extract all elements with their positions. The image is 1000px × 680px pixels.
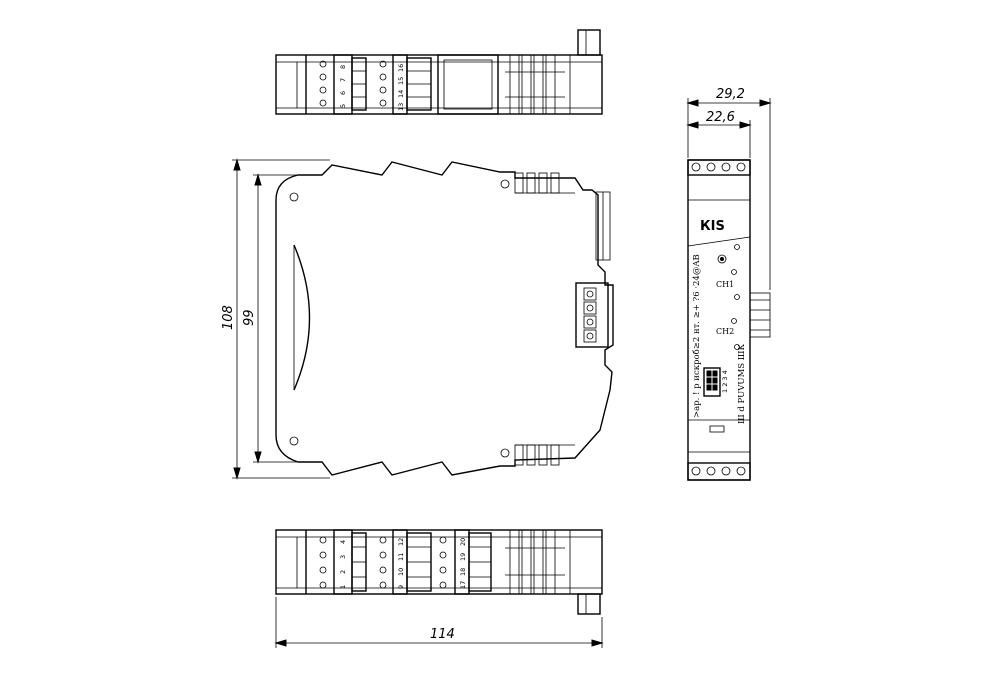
top-terminal-7: 7 (339, 78, 347, 82)
top-terminal-5: 5 (339, 104, 347, 108)
front-text-line-1: >ар. ! р искроб≥2 нт. ≥+ ?6 ·24@AB (691, 254, 702, 418)
bottom-terminal-4: 4 (339, 540, 347, 544)
top-terminal-15: 15 (397, 77, 405, 85)
top-terminal-13: 13 (397, 103, 405, 111)
top-terminal-14: 14 (397, 90, 405, 98)
bottom-terminal-19: 19 (459, 553, 467, 561)
bottom-terminal-labels: 1 2 3 4 9 10 11 12 17 18 19 20 (339, 538, 467, 589)
bottom-terminal-12: 12 (397, 538, 405, 546)
length-dimension: 114 (274, 597, 604, 648)
dimension-99: 99 (242, 309, 257, 326)
front-panel-labels: КІS CH1 CH2 >ар. ! р искроб≥2 нт. ≥+ ?6 … (691, 219, 747, 424)
bottom-terminal-11: 11 (397, 553, 405, 561)
dimension-114: 114 (430, 627, 455, 642)
height-dimensions: 108 99 (221, 158, 330, 480)
bottom-terminal-17: 17 (459, 581, 467, 589)
dip-switch-numbers: 1 2 3 4 (721, 370, 729, 393)
bottom-terminal-3: 3 (339, 555, 347, 559)
width-dimensions: 29,2 22,6 (686, 87, 772, 290)
bottom-terminal-20: 20 (459, 538, 467, 546)
top-terminal-16: 16 (397, 64, 405, 72)
bottom-terminal-1: 1 (339, 585, 347, 589)
bottom-terminal-9: 9 (397, 585, 405, 589)
channel-2-label: CH2 (716, 327, 734, 336)
top-view (275, 29, 603, 115)
bottom-view (275, 529, 603, 615)
front-view (687, 159, 771, 481)
brand-logo: КІS (700, 219, 725, 234)
bottom-terminal-10: 10 (397, 568, 405, 576)
dimension-29-2: 29,2 (716, 87, 745, 102)
top-terminal-labels: 5 6 7 8 13 14 15 16 (339, 64, 405, 111)
channel-1-label: CH1 (716, 280, 734, 289)
top-terminal-8: 8 (339, 65, 347, 69)
bottom-terminal-18: 18 (459, 568, 467, 576)
dimension-22-6: 22,6 (706, 110, 735, 125)
top-terminal-6: 6 (339, 91, 347, 95)
side-view (275, 161, 614, 476)
front-text-line-2: Ш d PUVUMS ШК (737, 343, 747, 424)
bottom-terminal-2: 2 (339, 570, 347, 574)
dimension-108: 108 (221, 305, 236, 330)
